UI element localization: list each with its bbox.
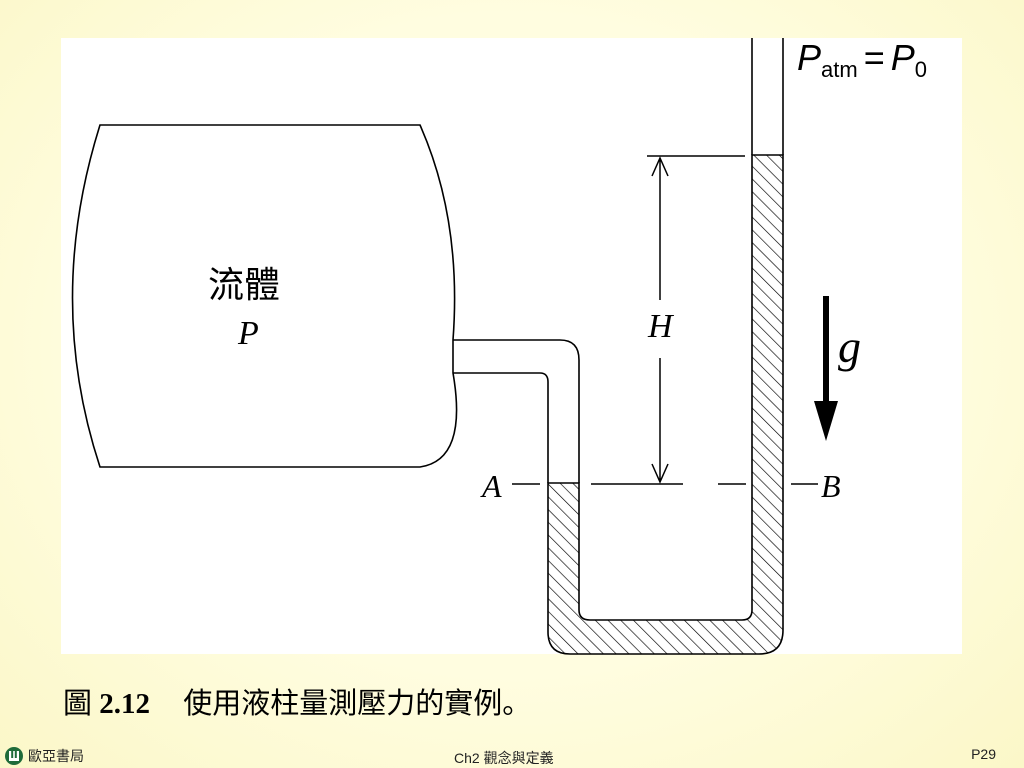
footer-page-number: P29 — [971, 746, 996, 762]
caption-text: 使用液柱量測壓力的實例。 — [183, 688, 532, 720]
fluid-tank — [71, 124, 458, 468]
footer-chapter: Ch2 觀念與定義 — [454, 750, 554, 766]
footer-publisher: 歐亞書局 — [4, 745, 84, 767]
fluid-label: 流體 — [208, 264, 280, 305]
height-label: H — [647, 308, 675, 345]
gravity-arrow-head — [814, 401, 838, 441]
publisher-logo-icon — [5, 747, 23, 765]
gravity-label: g — [838, 321, 861, 372]
publisher-name: 歐亞書局 — [28, 748, 84, 764]
caption-prefix: 圖 — [63, 688, 93, 720]
manometer-liquid — [547, 154, 784, 655]
caption-figure-number: 2.12 — [99, 688, 151, 720]
fluid-pressure-symbol: P — [237, 315, 259, 352]
point-b-label: B — [821, 468, 841, 504]
height-dimension-arrow — [651, 156, 669, 484]
point-a-label: A — [480, 468, 502, 504]
connecting-pipe — [453, 339, 580, 483]
atm-pressure-label: Patm=P0 — [797, 37, 927, 82]
figure-caption: 圖 2.12 使用液柱量測壓力的實例。 — [63, 680, 531, 722]
